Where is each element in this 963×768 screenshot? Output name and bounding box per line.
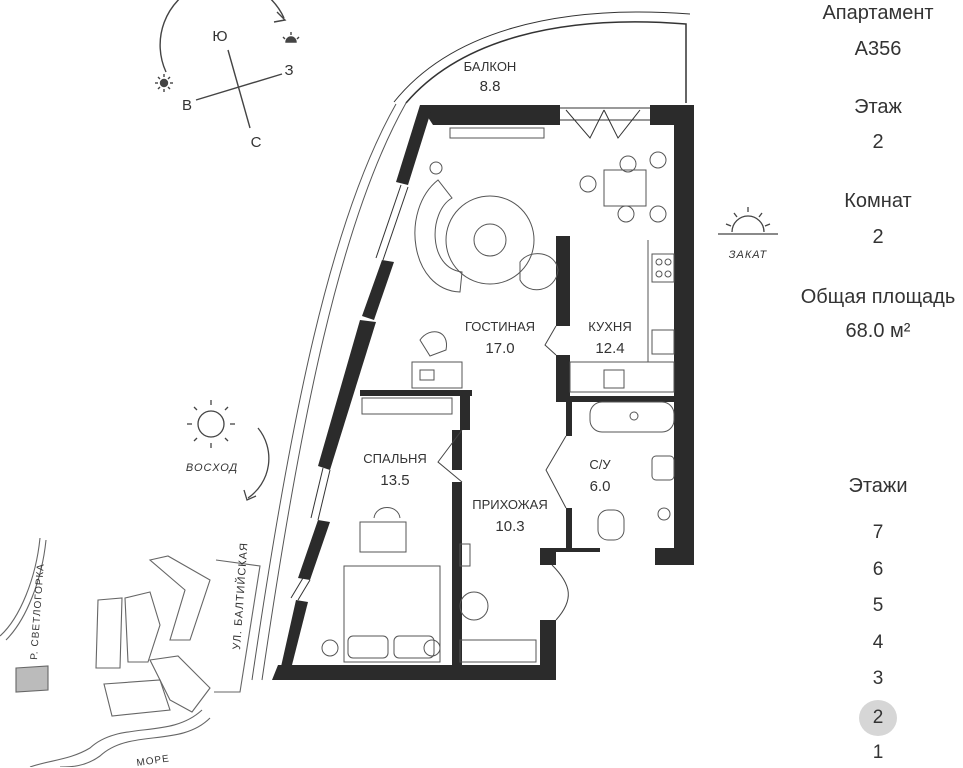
balcony-doors: [565, 109, 641, 139]
kitchen-furniture: [569, 151, 675, 393]
sunrise-arrow-icon: [243, 427, 270, 501]
kitchen-name: КУХНЯ: [588, 319, 631, 334]
apartment-value: А356: [854, 38, 902, 60]
apartment-label: Апартамент: [822, 2, 934, 24]
wall: [540, 548, 600, 552]
wall: [298, 520, 330, 580]
apartment-plan: [251, 11, 694, 681]
bedroom-name: СПАЛЬНЯ: [363, 451, 427, 466]
wall: [650, 105, 694, 565]
floor-option[interactable]: 3: [872, 668, 884, 689]
area-value: 68.0 м²: [845, 320, 911, 342]
balcony-outline: [405, 21, 687, 104]
rooms-label: Комнат: [844, 190, 912, 212]
river-label: Р. СВЕТЛОГОРКА: [29, 563, 47, 660]
floors-title: Этажи: [848, 475, 908, 497]
living-name: ГОСТИНАЯ: [465, 319, 535, 334]
sea-label: МОРЕ: [136, 753, 171, 767]
balcony-area: 8.8: [480, 78, 501, 95]
sunrise-icon: [187, 400, 235, 448]
floor-option-active[interactable]: 2: [859, 700, 897, 736]
bedroom-area: 13.5: [380, 472, 409, 489]
floor-option[interactable]: 1: [872, 742, 884, 763]
interior-walls: [360, 236, 674, 665]
facade-line: [261, 102, 407, 681]
bathroom-area: 6.0: [590, 478, 611, 495]
facade-line-2: [251, 103, 397, 681]
wall: [278, 600, 308, 680]
balcony-name: БАЛКОН: [464, 59, 517, 74]
floor-option[interactable]: 4: [872, 632, 884, 653]
hallway-area: 10.3: [495, 518, 524, 535]
site-map: [0, 537, 261, 767]
floor-value: 2: [872, 131, 884, 153]
floor-option[interactable]: 7: [872, 522, 884, 543]
wall: [272, 665, 556, 680]
hallway-name: ПРИХОЖАЯ: [472, 497, 548, 512]
sunrise-label: ВОСХОД: [186, 462, 238, 474]
windows: [290, 107, 650, 601]
floor-label: Этаж: [854, 96, 902, 118]
balcony-rail: [393, 11, 691, 103]
bathroom-name: С/У: [589, 457, 611, 472]
sunset-icon: [718, 207, 778, 235]
area-label: Общая площадь: [800, 286, 956, 308]
kitchen-area: 12.4: [595, 340, 624, 357]
compass-arrow-icon: [273, 11, 287, 23]
bathroom-fixtures: [589, 401, 675, 541]
wall: [318, 320, 376, 470]
compass-north-label: С: [251, 134, 262, 151]
living-area: 17.0: [485, 340, 514, 357]
floor-option[interactable]: 6: [872, 559, 884, 580]
compass-arc: [159, 0, 285, 73]
wall: [396, 105, 433, 185]
compass: [155, 0, 300, 129]
sun-half-icon: [282, 32, 300, 43]
doors: [437, 325, 569, 621]
bedroom-furniture: [321, 397, 537, 663]
compass-south-label: Ю: [212, 28, 227, 45]
floor-option[interactable]: 5: [872, 595, 884, 616]
wall: [420, 105, 560, 125]
living-furniture: [411, 127, 559, 389]
rooms-value: 2: [872, 226, 884, 248]
wall: [540, 548, 556, 565]
sun-small-icon: [155, 74, 173, 92]
compass-axis-ns: [227, 49, 251, 129]
wall: [540, 620, 556, 680]
sunset-label: ЗАКАТ: [729, 249, 768, 261]
wall: [362, 260, 394, 320]
compass-east-label: В: [182, 97, 192, 114]
street-label: УЛ. БАЛТИЙСКАЯ: [230, 542, 250, 651]
compass-west-label: З: [284, 62, 293, 79]
